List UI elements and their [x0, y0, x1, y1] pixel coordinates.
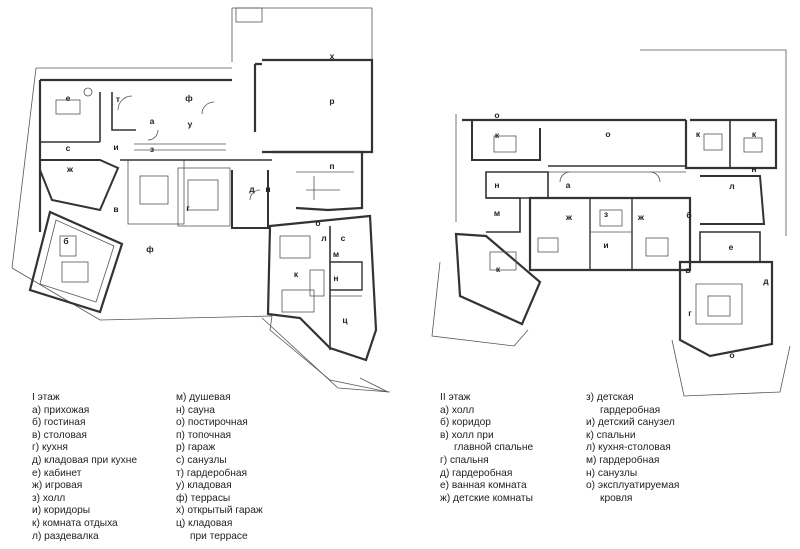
room-label-f1: ф: [185, 93, 193, 103]
room-label-s1: с: [66, 143, 71, 153]
floor1-room-labels: а б в г д е ж з и и к л м н о п р с с т …: [63, 51, 348, 325]
room2-label-n2: н: [751, 164, 756, 174]
room-label-s2: с: [341, 233, 346, 243]
room2-label-k4: к: [496, 264, 501, 274]
room2-label-v: в: [685, 265, 690, 275]
legend-item: с) санузлы: [176, 454, 227, 466]
legend-item: ф) террасы: [176, 492, 231, 504]
legend-item: н) санузлы: [586, 467, 638, 479]
legend-item: и) детский санузел: [586, 417, 675, 429]
legend-item: р) гараж: [176, 442, 216, 454]
legend-item: м) душевая: [176, 392, 231, 403]
room2-label-m: м: [494, 208, 500, 218]
legend-item: к) спальни: [586, 429, 636, 441]
room-label-t: т: [116, 94, 120, 104]
legend-item: е) ванная комната: [440, 480, 527, 492]
room2-label-k2: к: [696, 129, 701, 139]
room-label-m: м: [333, 249, 339, 259]
legend-item: в) холл при: [440, 429, 494, 441]
legend-item: к) комната отдыха: [32, 517, 118, 529]
room-label-ts: ц: [342, 315, 348, 325]
room-label-i2: и: [265, 184, 270, 194]
room2-label-g: г: [688, 308, 692, 318]
room-label-n: н: [333, 273, 338, 283]
room-label-l: л: [321, 233, 326, 243]
room-label-zh: ж: [66, 164, 74, 174]
room-label-p: п: [329, 161, 334, 171]
room-label-h: х: [330, 51, 335, 61]
room-label-v: в: [113, 204, 118, 214]
legend-item: т) гардеробная: [176, 467, 248, 479]
legend-item: а) холл: [440, 404, 475, 416]
room-label-i1: и: [113, 142, 118, 152]
legend-item: о) постирочная: [176, 417, 248, 429]
legend-item: г) кухня: [32, 442, 68, 454]
room2-label-zh2: ж: [637, 212, 645, 222]
room2-label-e: е: [729, 242, 734, 252]
room-label-z: з: [150, 144, 154, 154]
legend-item: з) детская: [586, 392, 634, 403]
room2-label-d: д: [763, 276, 769, 286]
room2-label-o1: о: [494, 110, 499, 120]
room2-label-k1: к: [495, 130, 500, 140]
room-label-f2: ф: [146, 244, 154, 254]
legend-item: г) спальня: [440, 454, 489, 466]
legend-item: е) кабинет: [32, 467, 82, 479]
room2-label-k3: к: [752, 129, 757, 139]
room-label-d: д: [249, 184, 255, 194]
legend-item: б) гостиная: [32, 417, 86, 429]
legend-item: при террасе: [190, 530, 248, 542]
room-label-e: е: [66, 93, 71, 103]
room-label-o: о: [315, 218, 320, 228]
legend-item: б) коридор: [440, 417, 491, 429]
legend-item: х) открытый гараж: [176, 505, 263, 517]
floor2-title: II этаж: [440, 392, 471, 403]
room-label-k: к: [294, 269, 299, 279]
legend-item: ц) кладовая: [176, 517, 233, 529]
room-label-g: г: [186, 203, 190, 213]
legend-item: ж) игровая: [32, 480, 83, 492]
legend-item: м) гардеробная: [586, 454, 660, 466]
legend-item: ж) детские комнаты: [440, 492, 533, 504]
legend-item: л) кухня-столовая: [586, 442, 671, 454]
legend-item: л) раздевалка: [32, 530, 99, 542]
floor1-title: I этаж: [32, 392, 60, 403]
legend-item: главной спальне: [454, 442, 534, 454]
room-label-a: а: [150, 116, 155, 126]
room2-label-l: л: [729, 181, 734, 191]
legend-item: в) столовая: [32, 429, 87, 441]
room2-label-a: а: [566, 180, 571, 190]
room-label-b: б: [63, 236, 68, 246]
legend-item: и) коридоры: [32, 505, 91, 517]
room2-label-z: з: [604, 209, 608, 219]
legend-item: гардеробная: [600, 404, 661, 416]
room2-label-n1: н: [494, 180, 499, 190]
legend-item: н) сауна: [176, 404, 215, 416]
room-label-r: р: [329, 96, 334, 106]
room2-label-zh1: ж: [565, 212, 573, 222]
legend-item: кровля: [600, 492, 633, 504]
legend-item: з) холл: [32, 492, 66, 504]
legend-item: д) кладовая при кухне: [32, 454, 138, 466]
floor2-plan: [431, 49, 791, 397]
legend-item: а) прихожая: [32, 404, 90, 416]
room2-label-o3: о: [729, 350, 734, 360]
room-label-u: у: [188, 119, 193, 129]
legend-item: д) гардеробная: [440, 467, 513, 479]
room2-label-i: и: [603, 240, 608, 250]
legend-item: о) эксплуатируемая: [586, 480, 680, 492]
floor1-plan: [11, 7, 391, 393]
legend-item: п) топочная: [176, 429, 232, 441]
legend-item: у) кладовая: [176, 480, 232, 492]
room2-label-b: б: [686, 210, 691, 220]
room2-label-o2: о: [605, 129, 610, 139]
floor2-room-labels: о о о к к к к н н м а ж ж з и б л е в г …: [494, 110, 769, 360]
